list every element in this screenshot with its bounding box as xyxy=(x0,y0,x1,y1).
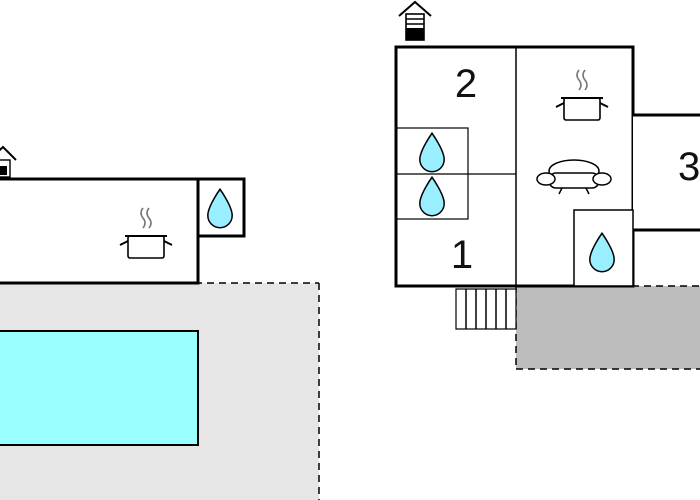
left-entrance-icon xyxy=(0,145,17,178)
entrance-icon xyxy=(398,1,432,41)
left-building xyxy=(0,145,320,500)
swimming-pool xyxy=(0,330,199,446)
room-3-label: 3 xyxy=(678,145,700,189)
room-3 xyxy=(633,113,700,232)
room-1-label: 1 xyxy=(451,233,473,277)
stairs-icon xyxy=(455,288,517,330)
left-building-walls xyxy=(0,177,246,285)
right-building: 2 1 3 xyxy=(394,1,700,370)
right-covered-terrace xyxy=(515,285,700,370)
room-2-label: 2 xyxy=(455,62,477,106)
